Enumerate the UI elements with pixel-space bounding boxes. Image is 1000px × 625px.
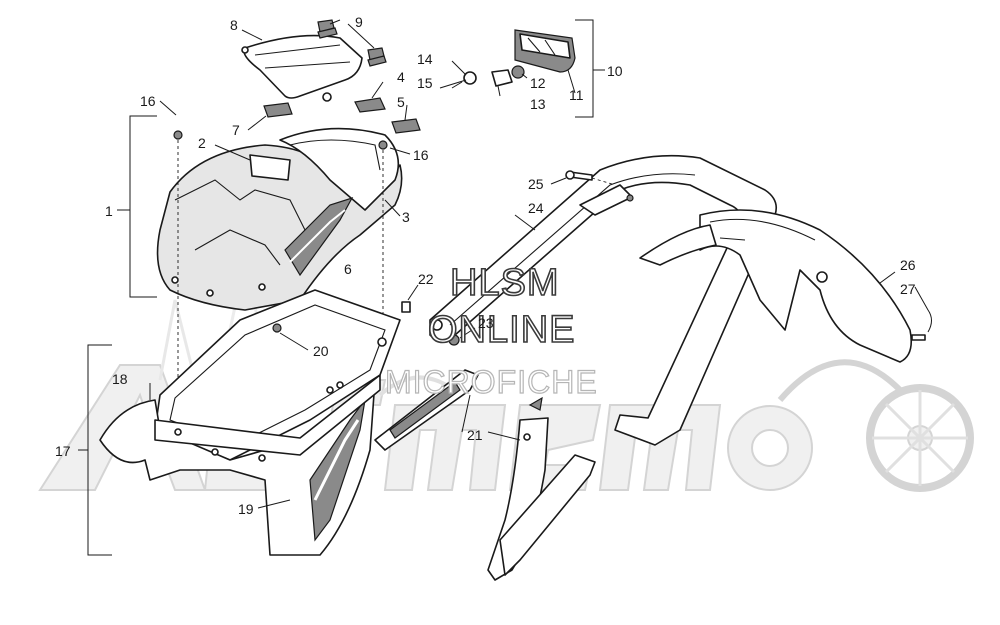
callout-25: 25: [528, 176, 544, 192]
part-21-rails: [374, 369, 596, 581]
callout-4: 4: [397, 69, 405, 85]
callout-10: 10: [607, 63, 623, 79]
part-8-plate: [241, 29, 363, 102]
callout-6: 6: [344, 261, 352, 277]
part-26-rear-fender: [639, 209, 932, 363]
callout-26: 26: [900, 257, 916, 273]
callout-19: 19: [238, 501, 254, 517]
part-25-bolt: [550, 170, 616, 186]
callout-23: 23: [478, 315, 494, 331]
part-2-seat-body: [156, 127, 403, 311]
callout-17: 17: [55, 443, 71, 459]
parts-7-4-5-pads: [247, 81, 421, 134]
hlsm-watermark: HLSM ONLINE MICROFICHE: [384, 261, 598, 400]
watermark-line-2: ONLINE: [428, 309, 575, 351]
part-18-19-side-panels: [99, 374, 381, 556]
callout-22: 22: [418, 271, 434, 287]
callout-7: 7: [232, 122, 240, 138]
callout-21: 21: [467, 427, 483, 443]
callout-9: 9: [355, 14, 363, 30]
watermark-line-1: HLSM: [450, 262, 560, 304]
callout-11: 11: [569, 87, 584, 103]
callout-13: 13: [530, 96, 546, 112]
part-9-clips: [317, 19, 387, 67]
watermark-line-3: MICROFICHE: [385, 364, 598, 400]
callout-2: 2: [198, 135, 206, 151]
callout-20: 20: [313, 343, 329, 359]
callout-3: 3: [402, 209, 410, 225]
callout-15: 15: [417, 75, 433, 91]
callout-16-right: 16: [413, 147, 429, 163]
callout-27: 27: [900, 281, 916, 297]
callout-12: 12: [530, 75, 546, 91]
part-10-taillight-assembly: [439, 29, 576, 97]
callout-5: 5: [397, 94, 405, 110]
group-brackets: [78, 19, 605, 556]
callout-labels: 1 2 3 4 5 7 8 9 10 11 12 13 14 15 16 16 …: [55, 14, 916, 517]
callout-1: 1: [105, 203, 113, 219]
part-22-23-hardware: [401, 284, 476, 346]
callout-18: 18: [112, 371, 128, 387]
callout-16-left: 16: [140, 93, 156, 109]
callout-14: 14: [417, 51, 433, 67]
callout-24: 24: [528, 200, 544, 216]
callout-8: 8: [230, 17, 238, 33]
